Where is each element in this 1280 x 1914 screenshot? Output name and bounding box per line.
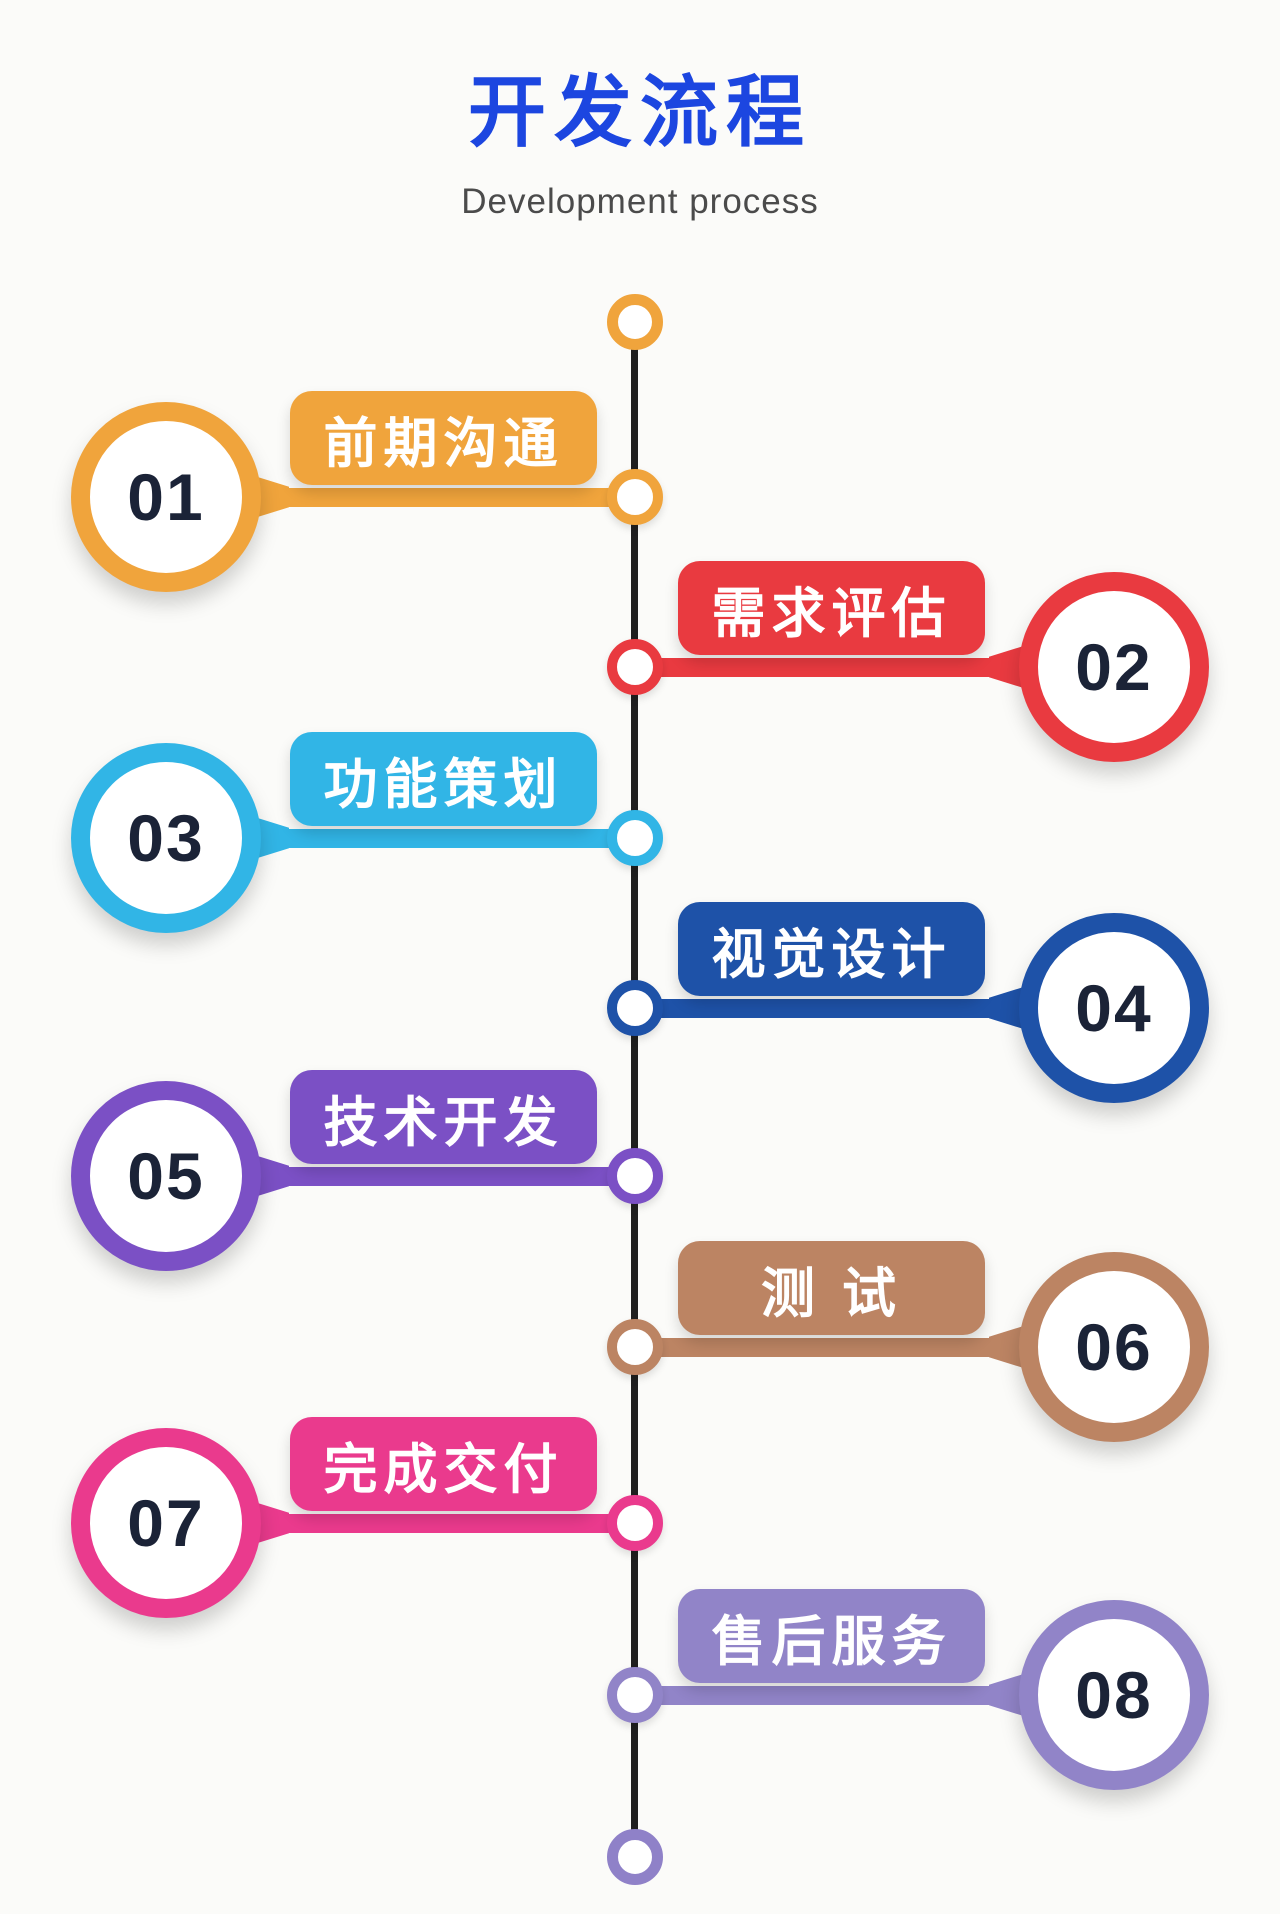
step-number-circle: 08 — [1019, 1600, 1209, 1790]
step-label-text: 技术开发 — [323, 1092, 564, 1153]
step-label-text: 视觉设计 — [711, 924, 952, 985]
connector-bar — [635, 999, 1035, 1018]
step-label: 技术开发 — [290, 1070, 597, 1164]
step-number-circle: 04 — [1019, 913, 1209, 1103]
step-number: 07 — [127, 1486, 205, 1560]
step-number: 04 — [1075, 971, 1153, 1045]
connector-bar — [635, 1686, 1035, 1705]
connector-bar — [635, 1338, 1035, 1357]
connector-bar — [200, 829, 635, 848]
timeline-node-ring — [607, 469, 663, 525]
step-number-circle: 06 — [1019, 1252, 1209, 1442]
timeline-line — [631, 322, 638, 1857]
step-number-circle: 05 — [71, 1081, 261, 1271]
timeline-node-ring — [607, 1148, 663, 1204]
timeline-start-ring — [607, 294, 663, 350]
step-label: 售后服务 — [678, 1589, 985, 1683]
step-label-text: 完成交付 — [323, 1439, 564, 1500]
timeline-node-ring — [607, 1319, 663, 1375]
step-number: 06 — [1075, 1310, 1153, 1384]
timeline-node-ring — [607, 810, 663, 866]
step-number: 01 — [127, 460, 205, 534]
timeline-end-ring — [607, 1829, 663, 1885]
step-number-circle: 03 — [71, 743, 261, 933]
connector-bar — [200, 1167, 635, 1186]
step-label-text: 测 试 — [760, 1263, 902, 1324]
step-label-text: 前期沟通 — [323, 413, 564, 474]
timeline-node-ring — [607, 1667, 663, 1723]
step-number-circle: 07 — [71, 1428, 261, 1618]
step-label: 需求评估 — [678, 561, 985, 655]
page-title: 开发流程 — [467, 68, 812, 156]
connector-bar — [200, 488, 635, 507]
timeline-node-ring — [607, 1495, 663, 1551]
step-label-text: 需求评估 — [711, 583, 952, 644]
step-number: 02 — [1075, 630, 1153, 704]
step-number-circle: 02 — [1019, 572, 1209, 762]
step-label: 完成交付 — [290, 1417, 597, 1511]
step-label-text: 售后服务 — [711, 1611, 952, 1672]
step-label: 前期沟通 — [290, 391, 597, 485]
step-number: 05 — [127, 1139, 205, 1213]
step-label-text: 功能策划 — [323, 754, 564, 815]
step-number: 08 — [1075, 1658, 1153, 1732]
timeline-node-ring — [607, 639, 663, 695]
page-subtitle: Development process — [461, 182, 819, 221]
step-label: 功能策划 — [290, 732, 597, 826]
timeline-node-ring — [607, 980, 663, 1036]
step-label: 视觉设计 — [678, 902, 985, 996]
step-number-circle: 01 — [71, 402, 261, 592]
step-number: 03 — [127, 801, 205, 875]
step-label: 测 试 — [678, 1241, 985, 1335]
connector-bar — [635, 658, 1035, 677]
connector-bar — [200, 1514, 635, 1533]
